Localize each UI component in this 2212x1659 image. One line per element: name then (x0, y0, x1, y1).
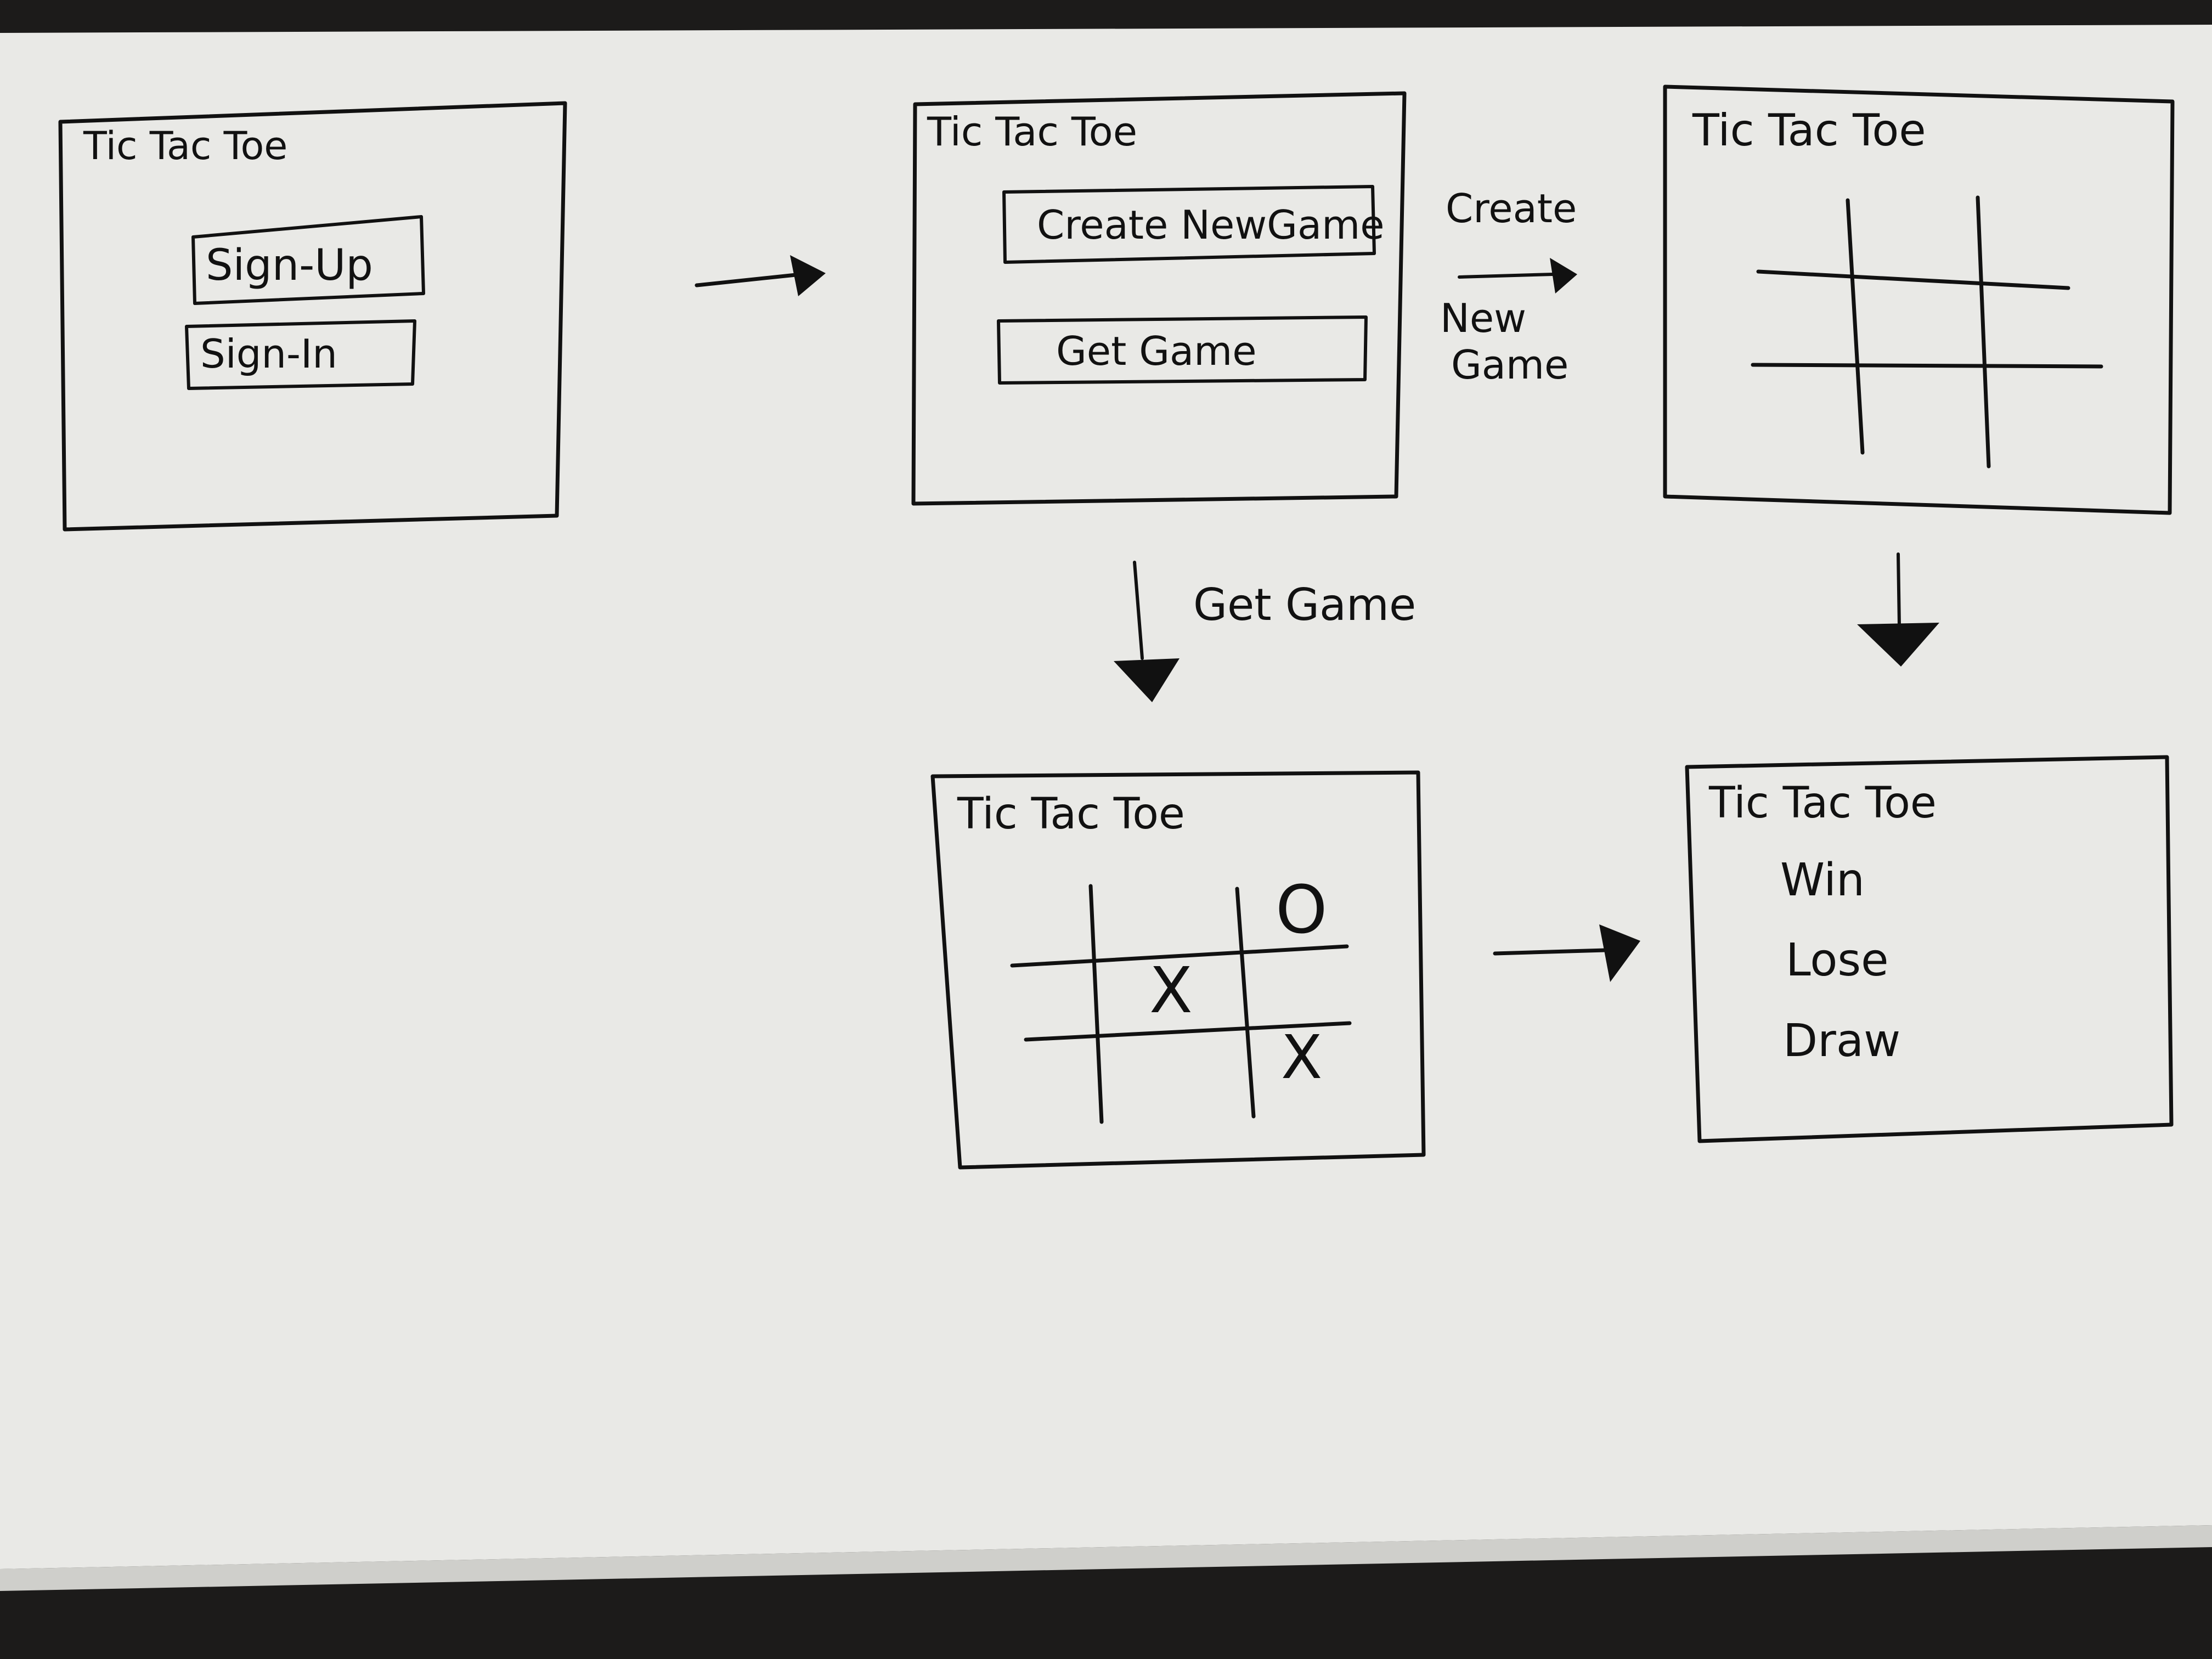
login-screen: Tic Tac Toe Sign-Up Sign-In (58, 101, 567, 532)
board-mark-x-center[interactable]: X (1149, 954, 1193, 1028)
new-label: New (1440, 295, 1526, 341)
arrow-menu-to-existing-game: Get Game (1114, 561, 1416, 702)
arrow-new-game-to-result (1857, 552, 1939, 667)
existing-game-screen: Tic Tac Toe O X X (930, 770, 1426, 1170)
login-screen-title: Tic Tac Toe (83, 123, 287, 168)
create-new-game-button[interactable]: Create NewGame (1037, 202, 1385, 248)
menu-screen-frame (911, 91, 1407, 506)
sign-in-button[interactable]: Sign-In (200, 331, 337, 377)
result-screen-title: Tic Tac Toe (1708, 778, 1937, 828)
game-label: Game (1451, 342, 1568, 388)
arrow-existing-game-to-result (1493, 924, 1640, 982)
create-new-game-button-frame (1002, 185, 1376, 264)
result-screen-frame (1685, 755, 2174, 1143)
arrow-head-icon (1550, 258, 1577, 294)
board-mark-x-corner[interactable]: X (1281, 1022, 1322, 1092)
arrow-head-icon (1599, 924, 1640, 982)
new-game-screen: Tic Tac Toe (1663, 84, 2175, 515)
menu-screen: Tic Tac Toe Create NewGame Get Game (911, 91, 1407, 506)
get-game-label: Get Game (1193, 579, 1416, 630)
new-game-screen-title: Tic Tac Toe (1692, 105, 1926, 156)
paper-shadow-edge (0, 1525, 2212, 1591)
new-game-screen-frame (1663, 84, 2175, 515)
create-label: Create (1446, 185, 1577, 232)
result-screen: Tic Tac Toe Win Lose Draw (1685, 755, 2174, 1143)
arrow-menu-to-new-game: Create New Game (1440, 185, 1577, 388)
arrow-head-icon (1114, 658, 1180, 702)
get-game-button[interactable]: Get Game (1056, 328, 1257, 374)
menu-screen-title: Tic Tac Toe (927, 109, 1137, 155)
existing-game-screen-title: Tic Tac Toe (957, 789, 1185, 839)
game-board (1010, 884, 1352, 1124)
result-win: Win (1780, 854, 1865, 906)
login-screen-frame (58, 101, 567, 532)
existing-game-screen-frame (930, 770, 1426, 1170)
arrow-head-icon (790, 255, 826, 296)
sign-up-button[interactable]: Sign-Up (206, 241, 373, 290)
result-lose: Lose (1786, 934, 1889, 986)
arrow-head-icon (1857, 623, 1939, 667)
arrow-login-to-menu (695, 255, 826, 296)
board-mark-o[interactable]: O (1276, 872, 1327, 949)
sign-up-button-frame (191, 215, 425, 305)
paper-sheet (0, 25, 2212, 1569)
empty-board (1751, 195, 2103, 469)
get-game-button-frame (997, 315, 1368, 385)
sign-in-button-frame (185, 319, 416, 390)
result-draw: Draw (1783, 1015, 1900, 1067)
